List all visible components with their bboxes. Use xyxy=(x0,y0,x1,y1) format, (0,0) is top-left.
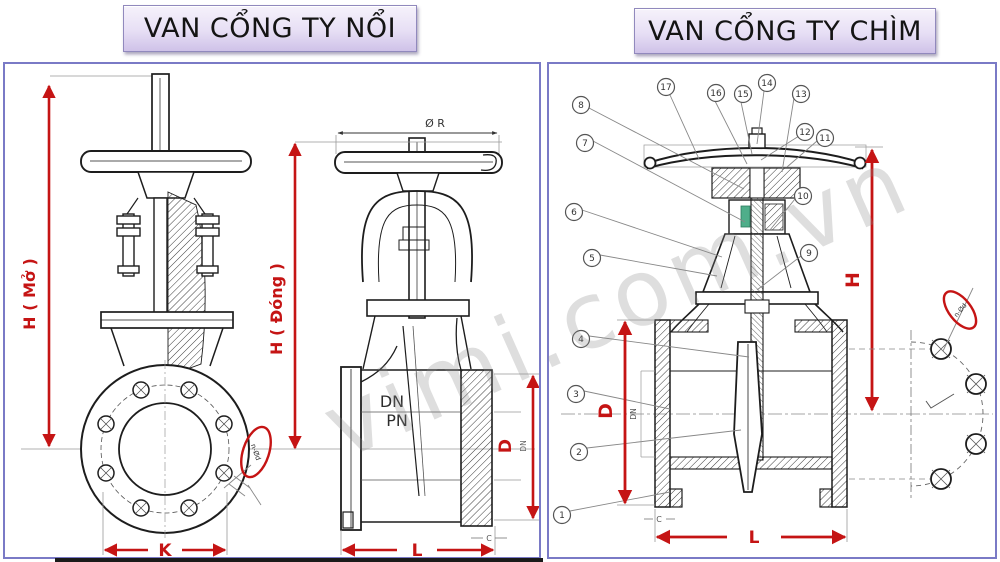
callout-8: 8 xyxy=(571,95,591,115)
dim-d-right-panel: D DN xyxy=(595,319,655,506)
d-label: D xyxy=(496,439,516,453)
l-label: L xyxy=(749,528,760,548)
left-panel-rising-stem-valve: K n-Ød H ( Mở ) Ø R xyxy=(3,62,541,559)
handwheel xyxy=(647,147,863,170)
callout-15: 15 xyxy=(733,84,753,104)
bolt-note-ellipse xyxy=(240,425,272,479)
c-label: C xyxy=(486,534,492,543)
l-label: L xyxy=(412,541,423,557)
svg-text:13: 13 xyxy=(795,90,806,100)
handwheel-dia-label: Ø R xyxy=(425,117,445,130)
svg-text:8: 8 xyxy=(578,101,584,111)
callout-17: 17 xyxy=(656,77,676,97)
svg-text:10: 10 xyxy=(797,192,809,202)
dn-label: DN xyxy=(629,408,638,419)
handwheel-side xyxy=(334,151,503,174)
callout-3: 3 xyxy=(566,384,586,404)
callout-14: 14 xyxy=(757,73,777,93)
callout-9: 9 xyxy=(799,243,819,263)
body-pn-marking: PN xyxy=(386,411,408,430)
left-valve-drawing: K n-Ød H ( Mở ) Ø R xyxy=(20,73,539,557)
callout-16: 16 xyxy=(706,83,726,103)
callout-5: 5 xyxy=(582,248,602,268)
handwheel-front xyxy=(80,150,252,173)
body-dn-marking: DN xyxy=(380,392,404,411)
bottom-edge-strip xyxy=(55,558,543,562)
dim-k: K xyxy=(102,492,228,557)
callout-7: 7 xyxy=(575,133,595,153)
bolt-note-label: n-Ød xyxy=(249,443,262,462)
dim-d-left-panel: D DN xyxy=(494,373,539,521)
svg-text:3: 3 xyxy=(573,390,579,400)
callout-2: 2 xyxy=(569,442,589,462)
left-title: VAN CỔNG TY NỔI xyxy=(143,13,397,44)
right-title-box: VAN CỔNG TY CHÌM xyxy=(634,8,936,54)
dim-h-open: H ( Mở ) xyxy=(20,84,56,448)
svg-text:2: 2 xyxy=(576,448,582,458)
svg-text:14: 14 xyxy=(761,79,773,89)
right-flange xyxy=(831,319,848,508)
svg-text:17: 17 xyxy=(660,83,671,93)
svg-text:1: 1 xyxy=(559,511,565,521)
callout-leaders xyxy=(569,90,818,512)
bolt-note-label: n-Ød xyxy=(952,302,968,319)
d-label: D xyxy=(595,403,617,419)
svg-text:4: 4 xyxy=(578,335,584,345)
bonnet-bolts xyxy=(116,213,220,277)
dim-c-right-panel: C xyxy=(644,515,675,524)
callouts: 1 2 3 4 5 6 7 8 9 10 11 12 13 14 15 16 1… xyxy=(552,73,835,525)
right-title: VAN CỔNG TY CHÌM xyxy=(648,15,922,47)
left-flange xyxy=(654,319,671,508)
svg-text:6: 6 xyxy=(571,208,577,218)
callout-6: 6 xyxy=(564,202,584,222)
dim-h-right-panel: H xyxy=(842,146,883,412)
right-panel-non-rising-stem-valve: 1 2 3 4 5 6 7 8 9 10 11 12 13 14 15 16 1… xyxy=(547,62,997,559)
callout-11: 11 xyxy=(815,128,835,148)
right-valve-drawing: 1 2 3 4 5 6 7 8 9 10 11 12 13 14 15 16 1… xyxy=(552,73,993,548)
h-label: H xyxy=(842,272,864,288)
front-view xyxy=(50,73,252,538)
svg-text:7: 7 xyxy=(582,139,588,149)
bolt-note-ellipse xyxy=(942,290,978,330)
callout-1: 1 xyxy=(552,505,572,525)
dn-label: DN xyxy=(519,440,528,451)
bolt-circle-detail: n-Ød xyxy=(849,287,987,498)
side-right-flange xyxy=(460,369,493,527)
svg-text:12: 12 xyxy=(799,128,810,138)
svg-text:16: 16 xyxy=(710,89,722,99)
left-title-box: VAN CỔNG TY NỔI xyxy=(123,5,417,52)
dim-l-left-panel: L xyxy=(340,526,496,557)
section-hatch xyxy=(167,191,206,377)
dim-l-right-panel: L xyxy=(654,509,848,548)
callout-13: 13 xyxy=(791,84,811,104)
svg-text:15: 15 xyxy=(737,90,748,100)
h-closed-label: H ( Đóng ) xyxy=(267,263,286,355)
side-view: Ø R xyxy=(334,117,503,531)
dim-h-closed: H ( Đóng ) xyxy=(267,141,502,450)
h-open-label: H ( Mở ) xyxy=(20,258,39,330)
c-label: C xyxy=(656,515,662,524)
callout-10: 10 xyxy=(793,186,813,206)
callout-12: 12 xyxy=(795,122,815,142)
dim-c-left-panel: C xyxy=(471,534,507,543)
gland-packing-highlight xyxy=(740,205,751,228)
svg-text:5: 5 xyxy=(589,254,595,264)
callout-4: 4 xyxy=(571,329,591,349)
svg-text:11: 11 xyxy=(819,134,830,144)
svg-text:9: 9 xyxy=(806,249,812,259)
k-label: K xyxy=(158,541,172,557)
valve-section xyxy=(643,127,867,508)
